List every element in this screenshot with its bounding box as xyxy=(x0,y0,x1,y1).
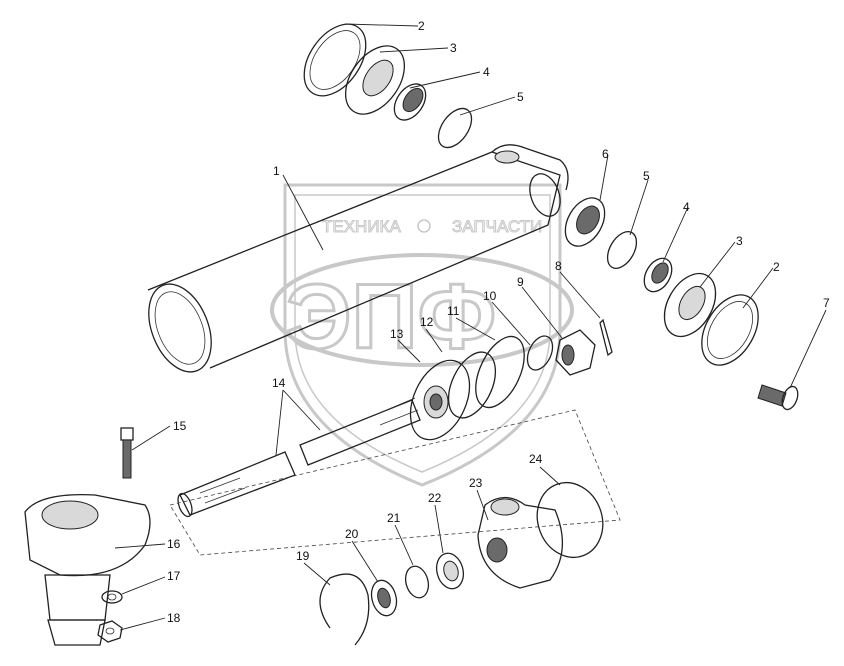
part-3-flange-right xyxy=(663,272,717,338)
callout-14: 14 xyxy=(272,376,286,390)
part-24-o-ring xyxy=(536,482,604,558)
assembly-outline xyxy=(169,409,621,556)
part-12-ring xyxy=(447,351,497,419)
callout-4-top: 4 xyxy=(483,65,490,79)
part-8-cotter-pin xyxy=(599,318,613,357)
part-21-ring xyxy=(404,565,430,599)
callout-6: 6 xyxy=(602,147,609,161)
watermark-logo: ЭПФ xyxy=(286,266,496,368)
callout-10: 10 xyxy=(483,289,497,303)
part-9-castle-nut xyxy=(555,329,596,376)
part-10-washer xyxy=(526,335,554,371)
watermark-gear-icon xyxy=(417,219,431,233)
callout-18: 18 xyxy=(167,611,181,625)
part-5-retaining-ring-top xyxy=(437,107,473,149)
callout-23: 23 xyxy=(469,476,483,490)
part-15-bolt xyxy=(120,427,134,479)
part-7-bolt xyxy=(757,384,799,411)
callout-11: 11 xyxy=(447,304,460,318)
watermark-text-left: ТЕХНИКА xyxy=(322,217,401,236)
part-14-rod-long xyxy=(299,397,421,466)
callout-lines xyxy=(114,23,827,631)
part-6-bearing xyxy=(564,197,606,247)
callout-8: 8 xyxy=(555,259,562,273)
part-14-rod-short xyxy=(177,451,296,518)
callout-22: 22 xyxy=(428,491,442,505)
part-4-bushing-right xyxy=(643,257,673,293)
callout-7: 7 xyxy=(823,296,830,310)
part-2-cover-right xyxy=(701,294,759,366)
part-4-bushing-top xyxy=(393,83,427,121)
part-1-cylinder-tube xyxy=(147,144,569,373)
callout-3-right: 3 xyxy=(736,234,743,248)
part-17-nut xyxy=(101,590,123,604)
part-23-housing xyxy=(477,496,564,589)
callout-3-top: 3 xyxy=(450,41,457,55)
part-3-flange-top xyxy=(344,45,406,115)
callout-19: 19 xyxy=(296,549,310,563)
callout-21: 21 xyxy=(387,511,401,525)
part-19-snap-ring xyxy=(319,573,370,646)
callout-labels: 2 3 4 5 1 6 5 4 3 2 8 9 10 11 12 13 7 14… xyxy=(167,19,830,625)
callout-12: 12 xyxy=(420,315,434,329)
callout-20: 20 xyxy=(345,527,359,541)
watermark-oval xyxy=(270,253,574,367)
part-20-bushing xyxy=(370,579,398,617)
part-11-seal-ring xyxy=(475,335,525,409)
part-16-tie-rod-end xyxy=(24,493,151,646)
part-18-nut xyxy=(97,620,123,643)
callout-16: 16 xyxy=(167,537,181,551)
callout-2-right: 2 xyxy=(773,260,780,274)
callout-9: 9 xyxy=(517,275,524,289)
callout-13: 13 xyxy=(390,327,404,341)
callout-24: 24 xyxy=(529,452,543,466)
callout-5-top: 5 xyxy=(517,90,524,104)
watermark-text-right: ЗАПЧАСТИ xyxy=(452,217,542,236)
callout-15: 15 xyxy=(173,419,187,433)
part-5-retaining-ring-right xyxy=(606,231,638,269)
callout-4-right: 4 xyxy=(683,200,690,214)
watermark-shield: ТЕХНИКА ЗАПЧАСТИ ЭПФ xyxy=(270,183,574,487)
callout-5-right: 5 xyxy=(643,169,650,183)
callout-17: 17 xyxy=(167,569,181,583)
callout-2-top: 2 xyxy=(418,19,425,33)
part-22-seal xyxy=(435,552,465,590)
part-13-piston xyxy=(409,359,471,441)
callout-1: 1 xyxy=(273,164,280,178)
